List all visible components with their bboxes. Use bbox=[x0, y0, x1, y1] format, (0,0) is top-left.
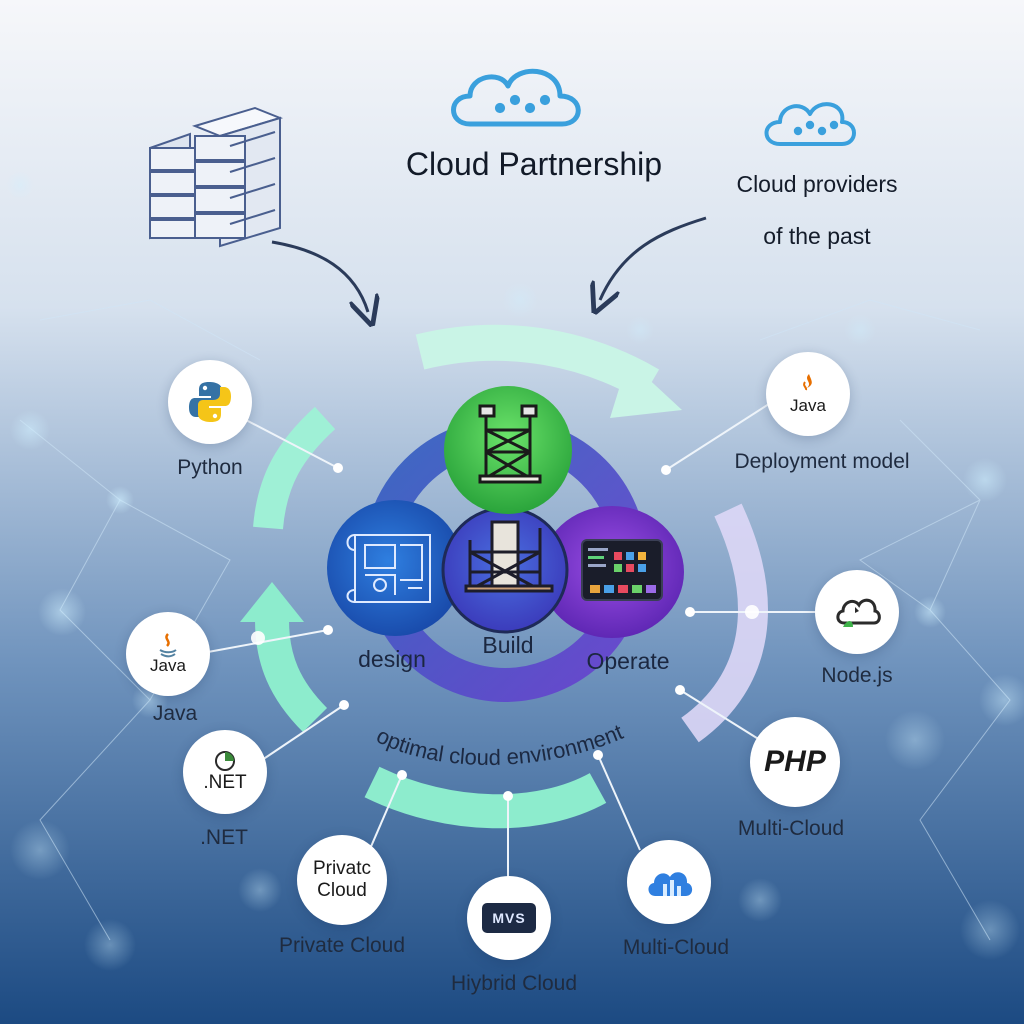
java-right-icon-text: Java bbox=[790, 396, 826, 415]
php-node[interactable]: PHP bbox=[750, 717, 840, 807]
bokeh-dots bbox=[6, 171, 1024, 971]
private-cloud-icon-line2: Cloud bbox=[317, 880, 367, 901]
php-logo-icon: PHP bbox=[764, 745, 826, 778]
python-label: Python bbox=[177, 456, 243, 479]
hybrid-cloud-label: Hiybrid Cloud bbox=[450, 972, 578, 995]
small-cloud-icon bbox=[764, 102, 856, 146]
multi-cloud-bottom-node[interactable] bbox=[627, 840, 711, 924]
multi-cloud-bottom-label: Multi-Cloud bbox=[622, 936, 730, 959]
python-icon bbox=[189, 382, 231, 422]
dotnet-icon-text: .NET bbox=[203, 772, 247, 793]
top-mint-arrowhead bbox=[610, 360, 682, 418]
java-left-label: Java bbox=[152, 702, 198, 725]
construction-tower-icon bbox=[478, 404, 542, 484]
mvs-logo-icon: MVS bbox=[482, 903, 536, 933]
bottom-mint-arc bbox=[364, 766, 607, 829]
left-mint-arrowhead bbox=[240, 582, 304, 622]
arrow-from-servers bbox=[271, 240, 368, 312]
left-lower-mint-arc bbox=[255, 619, 328, 733]
java-cup-icon bbox=[159, 633, 177, 658]
dotnet-label: .NET bbox=[200, 826, 248, 849]
past-providers-label: Cloud providers of the past bbox=[736, 158, 897, 262]
java-left-icon-text: Java bbox=[150, 656, 186, 675]
connector-dots bbox=[251, 463, 759, 801]
nodejs-node[interactable] bbox=[815, 570, 899, 654]
private-cloud-icon-text: Privatc Cloud bbox=[313, 858, 371, 902]
cloud-icon bbox=[451, 68, 581, 127]
scaffold-icon bbox=[464, 520, 554, 593]
nodejs-cloud-icon bbox=[836, 598, 881, 627]
petal-top[interactable] bbox=[444, 386, 572, 514]
past-providers-line2: of the past bbox=[763, 223, 871, 249]
cloud-chart-icon bbox=[648, 872, 693, 896]
right-lavender-arc bbox=[680, 503, 768, 743]
petal-build[interactable] bbox=[441, 506, 569, 634]
java-left-node[interactable]: Java bbox=[126, 612, 210, 696]
private-cloud-label: Private Cloud bbox=[278, 934, 406, 957]
hybrid-cloud-node[interactable]: MVS bbox=[467, 876, 551, 960]
java-right-node[interactable]: Java bbox=[766, 352, 850, 436]
dotnet-node[interactable]: .NET bbox=[183, 730, 267, 814]
nodejs-label: Node.js bbox=[821, 664, 893, 687]
petal-label-design: design bbox=[358, 646, 426, 672]
page-title: Cloud Partnership bbox=[405, 146, 663, 182]
petal-design[interactable] bbox=[327, 500, 463, 636]
server-rack-icon bbox=[149, 106, 284, 248]
python-node[interactable] bbox=[168, 360, 252, 444]
arrow-from-past-providers bbox=[600, 216, 707, 300]
java-flame-icon bbox=[803, 374, 812, 391]
private-cloud-icon-line1: Privatc bbox=[312, 858, 372, 879]
petal-label-operate: Operate bbox=[586, 648, 670, 674]
petal-label-build: Build bbox=[482, 632, 534, 658]
left-upper-mint-arc bbox=[253, 406, 336, 530]
dotnet-icon bbox=[215, 751, 235, 771]
petal-operate[interactable] bbox=[540, 506, 684, 638]
blueprint-icon bbox=[346, 534, 431, 603]
php-multi-cloud-label: Multi-Cloud bbox=[737, 817, 845, 840]
private-cloud-node[interactable]: Privatc Cloud bbox=[297, 835, 387, 925]
deployment-model-label: Deployment model bbox=[734, 450, 910, 473]
past-providers-line1: Cloud providers bbox=[736, 171, 898, 197]
